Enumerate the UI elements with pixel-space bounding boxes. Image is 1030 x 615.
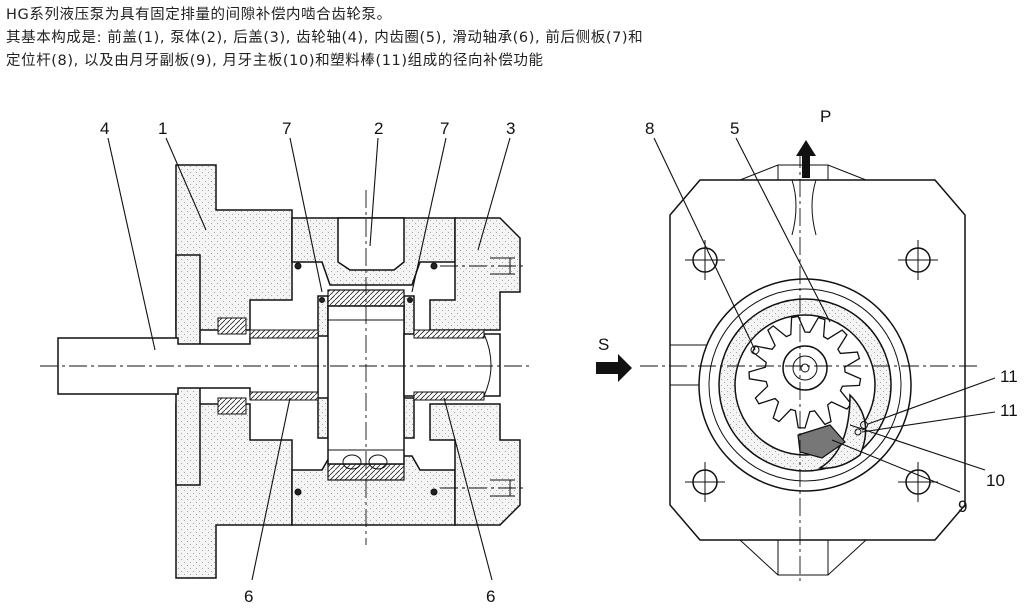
intro-text: HG系列液压泵为具有固定排量的间隙补偿内啮合齿轮泵。 其基本构成是: 前盖(1)…: [6, 4, 1026, 73]
bearing-front: [249, 329, 319, 339]
label-part-7-front: 7: [282, 119, 291, 138]
bolt-holes: [685, 240, 938, 502]
intro-line-1: HG系列液压泵为具有固定排量的间隙补偿内啮合齿轮泵。: [6, 7, 392, 23]
rear-cover: [429, 217, 521, 331]
label-part-4: 4: [100, 119, 109, 138]
outlet-arrow: [796, 140, 816, 178]
shaft-seal: [217, 317, 247, 335]
label-part-7-rear: 7: [440, 119, 449, 138]
label-part-6-rear: 6: [486, 587, 495, 606]
label-part-2: 2: [374, 119, 383, 138]
plastic-rod-b: [854, 428, 862, 436]
bearing-rear: [413, 329, 485, 339]
section-view: [40, 137, 530, 581]
label-part-9: 9: [958, 497, 967, 516]
inlet-arrow: [596, 354, 632, 382]
label-port-s: S: [598, 335, 609, 354]
label-port-p: P: [820, 107, 831, 126]
cross-section-view: [596, 137, 996, 585]
label-part-8: 8: [645, 119, 654, 138]
intro-line-2: 其基本构成是: 前盖(1), 泵体(2), 后盖(3), 齿轮轴(4), 内齿圈…: [6, 30, 644, 46]
intro-line-3: 定位杆(8), 以及由月牙副板(9), 月牙主板(10)和塑料棒(11)组成的径…: [6, 53, 544, 69]
label-part-10: 10: [986, 471, 1005, 490]
label-part-11-a: 11: [1000, 367, 1018, 386]
label-part-1: 1: [158, 119, 167, 138]
locating-rod: [750, 345, 760, 355]
crescent-main-plate: [817, 393, 867, 469]
label-part-6-front: 6: [244, 587, 253, 606]
plastic-rod-a: [860, 421, 868, 429]
label-part-11-b: 11: [1000, 401, 1018, 420]
label-part-5: 5: [730, 119, 739, 138]
gear-shaft: [57, 333, 319, 397]
label-part-3: 3: [506, 119, 515, 138]
